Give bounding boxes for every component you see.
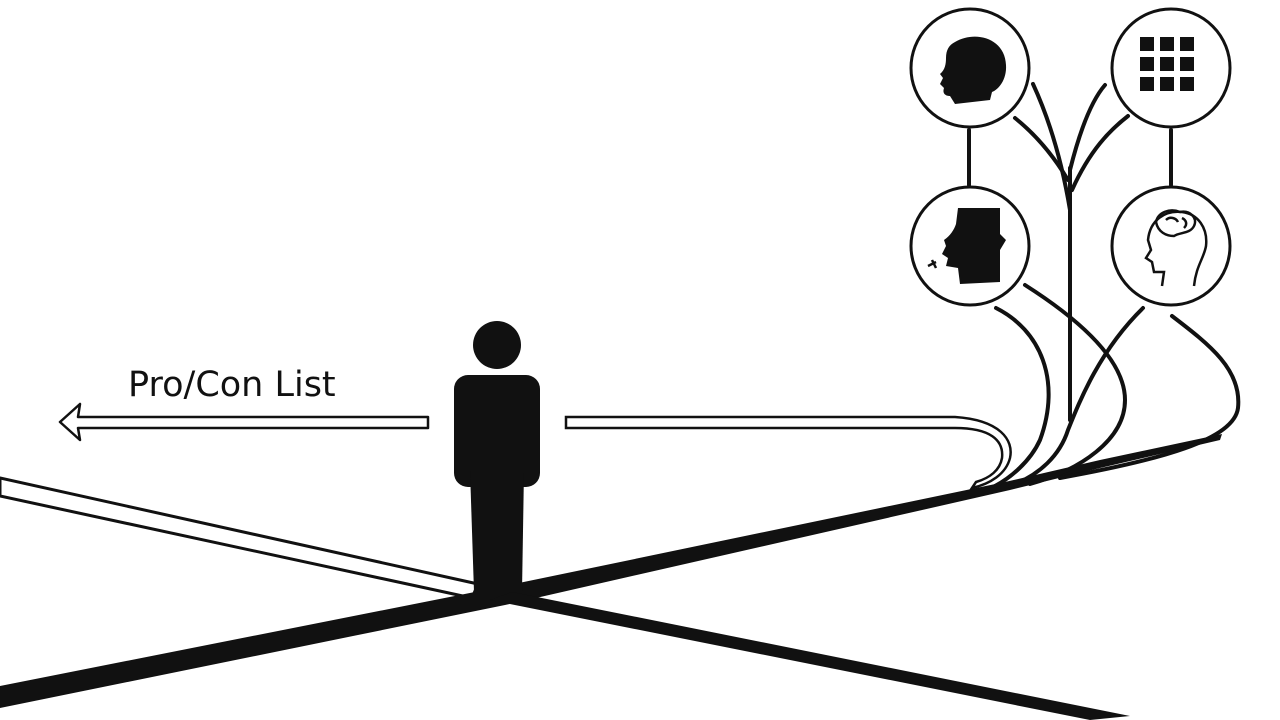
lower-right-road	[490, 592, 1130, 720]
head-silhouette-icon	[940, 36, 1007, 104]
left-arrow-shape	[58, 402, 430, 442]
icon-circle-top-right	[1110, 7, 1232, 129]
icon-circle-bottom-left	[909, 185, 1031, 307]
icon-circle-top-left	[909, 7, 1031, 129]
branch-top-right-outer	[1068, 83, 1107, 172]
talking-head-icon	[927, 208, 1006, 284]
crossroads	[0, 434, 1222, 720]
branch-top-left-inner	[1013, 116, 1070, 182]
person-legs	[470, 470, 524, 592]
person-figure	[454, 321, 540, 592]
icon-circle-bottom-right	[1110, 185, 1232, 307]
person-torso	[454, 375, 540, 487]
brain-head-icon	[1144, 209, 1208, 287]
pro-con-list-label: Pro/Con List	[128, 365, 336, 405]
pro-con-arrow	[58, 402, 430, 442]
branch-top-left-outer	[1031, 82, 1072, 212]
branch-bottom-left-a	[993, 306, 1051, 488]
right-outlined-path	[564, 415, 1012, 490]
branch-bottom-left-b	[1023, 283, 1128, 486]
person-head	[473, 321, 521, 369]
main-road	[0, 434, 1222, 708]
branch-bottom-right-b	[1058, 314, 1241, 480]
left-outlined-road	[0, 476, 481, 600]
branch-lines	[967, 82, 1241, 488]
branch-top-right-inner	[1070, 114, 1130, 192]
branch-bottom-right-a	[1008, 306, 1145, 488]
grid-icon	[1140, 37, 1194, 91]
right-outlined-path-shape	[564, 415, 1012, 490]
